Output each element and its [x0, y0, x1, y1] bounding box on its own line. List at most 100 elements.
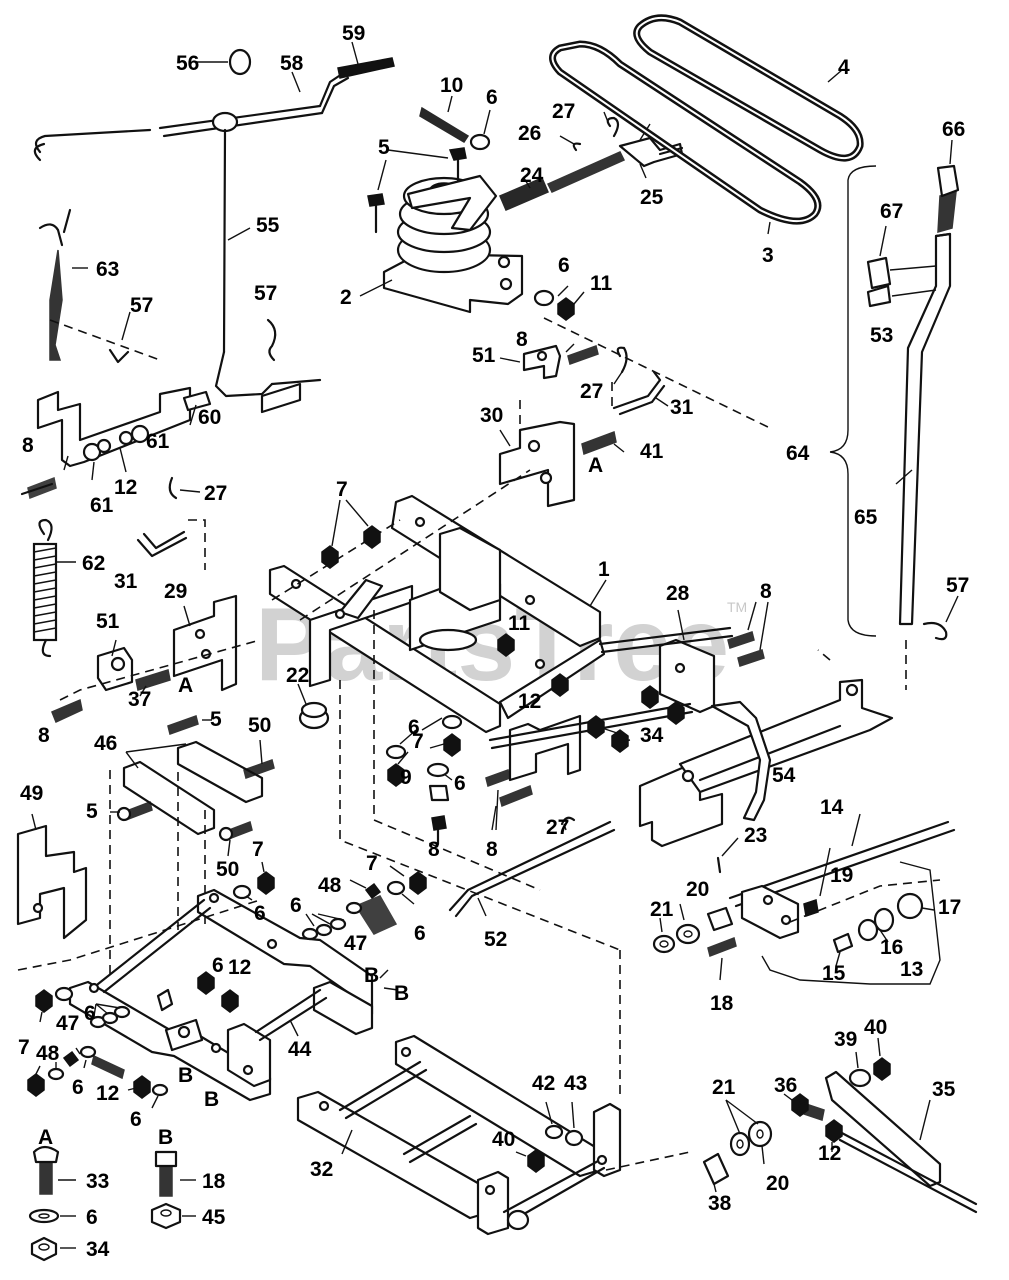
legend-key-a: A [38, 1126, 53, 1149]
hanger-plates [109, 715, 275, 980]
main-lift-frame [268, 469, 607, 734]
lift-rod-assembly [33, 41, 395, 162]
callout: 49 [20, 782, 43, 805]
callout: 8 [516, 328, 528, 351]
legend-a-part: 33 [86, 1170, 109, 1193]
bottom-deck-frame [296, 950, 691, 1236]
callout: 9 [400, 766, 412, 789]
callout: 35 [932, 1078, 956, 1101]
callout: 27 [204, 482, 227, 505]
callout: 6 [130, 1108, 142, 1131]
callout: 31 [114, 570, 138, 593]
callout: 30 [480, 404, 503, 427]
lift-cable-assembly [214, 128, 322, 414]
bushing [297, 683, 330, 730]
idler-pulley-assembly [359, 95, 585, 321]
callout: 34 [640, 724, 664, 747]
callout: 47 [56, 1012, 79, 1035]
callout: 6 [72, 1076, 84, 1099]
callout: 44 [288, 1038, 312, 1061]
callout: 21 [712, 1076, 736, 1099]
callout: 27 [552, 100, 575, 123]
callout: 15 [822, 962, 846, 985]
deck-lift-bracket [638, 649, 894, 848]
callout: 43 [564, 1072, 587, 1095]
callout: B [394, 982, 409, 1005]
callout: 61 [146, 430, 170, 453]
callout: 29 [164, 580, 187, 603]
callout: 8 [38, 724, 50, 747]
callout: 7 [412, 730, 424, 753]
callout: 12 [96, 1082, 119, 1105]
callout: 64 [786, 442, 810, 465]
callout: 39 [834, 1028, 857, 1051]
callout: 5 [86, 800, 98, 823]
callout: 63 [96, 258, 119, 281]
callout: 18 [710, 992, 734, 1015]
callout: 60 [198, 406, 221, 429]
center-hardware-stack [339, 610, 621, 951]
callout: 54 [772, 764, 796, 787]
extension-spring [32, 518, 76, 658]
callout: 57 [254, 282, 277, 305]
callout: 50 [216, 858, 239, 881]
callout-labels: 56 58 59 10 6 4 66 27 26 5 24 25 3 67 55… [18, 22, 969, 1215]
callout: 27 [580, 380, 603, 403]
drive-belts [549, 14, 864, 235]
callout: 5 [378, 136, 390, 159]
callout: 6 [212, 954, 224, 977]
legend-a-part: 6 [86, 1206, 98, 1229]
callout: 7 [18, 1036, 30, 1059]
callout: 24 [520, 164, 544, 187]
callout: 57 [130, 294, 153, 317]
callout: 28 [666, 582, 690, 605]
callout: 40 [492, 1128, 515, 1151]
callout: 31 [670, 396, 694, 419]
callout: 8 [428, 838, 440, 861]
callout: 6 [290, 894, 302, 917]
callout: 53 [870, 324, 893, 347]
legend-b-part: 18 [202, 1170, 226, 1193]
callout: 12 [818, 1142, 841, 1165]
callout: B [364, 964, 379, 987]
callout: 16 [880, 936, 903, 959]
lift-rod [448, 816, 616, 918]
callout: 11 [590, 272, 613, 295]
upper-right-pin-assembly [499, 343, 669, 456]
callout: 55 [256, 214, 280, 237]
callout: 42 [532, 1072, 555, 1095]
callout: 12 [518, 690, 541, 713]
callout: 3 [762, 244, 774, 267]
callout: 58 [280, 52, 304, 75]
legend-a-part: 34 [86, 1238, 110, 1261]
callout: 19 [830, 864, 853, 887]
callout: 51 [472, 344, 496, 367]
callout: 8 [22, 434, 34, 457]
callout: 56 [176, 52, 199, 75]
lift-bracket-assembly [20, 386, 212, 500]
callout: 67 [880, 200, 903, 223]
frame-nuts [321, 499, 569, 697]
lift-shaft-assembly [706, 700, 956, 981]
watermark-trademark: TM [727, 599, 747, 615]
idler-chain-assembly [543, 111, 771, 429]
callout: 25 [640, 186, 664, 209]
callout: 22 [286, 664, 309, 687]
legend-b-part: 45 [202, 1206, 226, 1229]
roller-assembly [761, 861, 941, 985]
callout: 59 [342, 22, 365, 45]
callout: B [204, 1088, 219, 1111]
callout: A [178, 674, 193, 697]
callout: 46 [94, 732, 117, 755]
callout: 20 [686, 878, 709, 901]
callout: 6 [84, 1002, 96, 1025]
callout: B [178, 1064, 193, 1087]
callout: 32 [310, 1158, 333, 1181]
callout: 7 [366, 852, 378, 875]
callout: A [588, 454, 603, 477]
callout: 47 [344, 932, 367, 955]
hanger-right-hardware [301, 865, 427, 941]
left-side-bracket [51, 594, 261, 724]
legend-key-b: B [158, 1126, 173, 1149]
callout: 6 [414, 922, 426, 945]
